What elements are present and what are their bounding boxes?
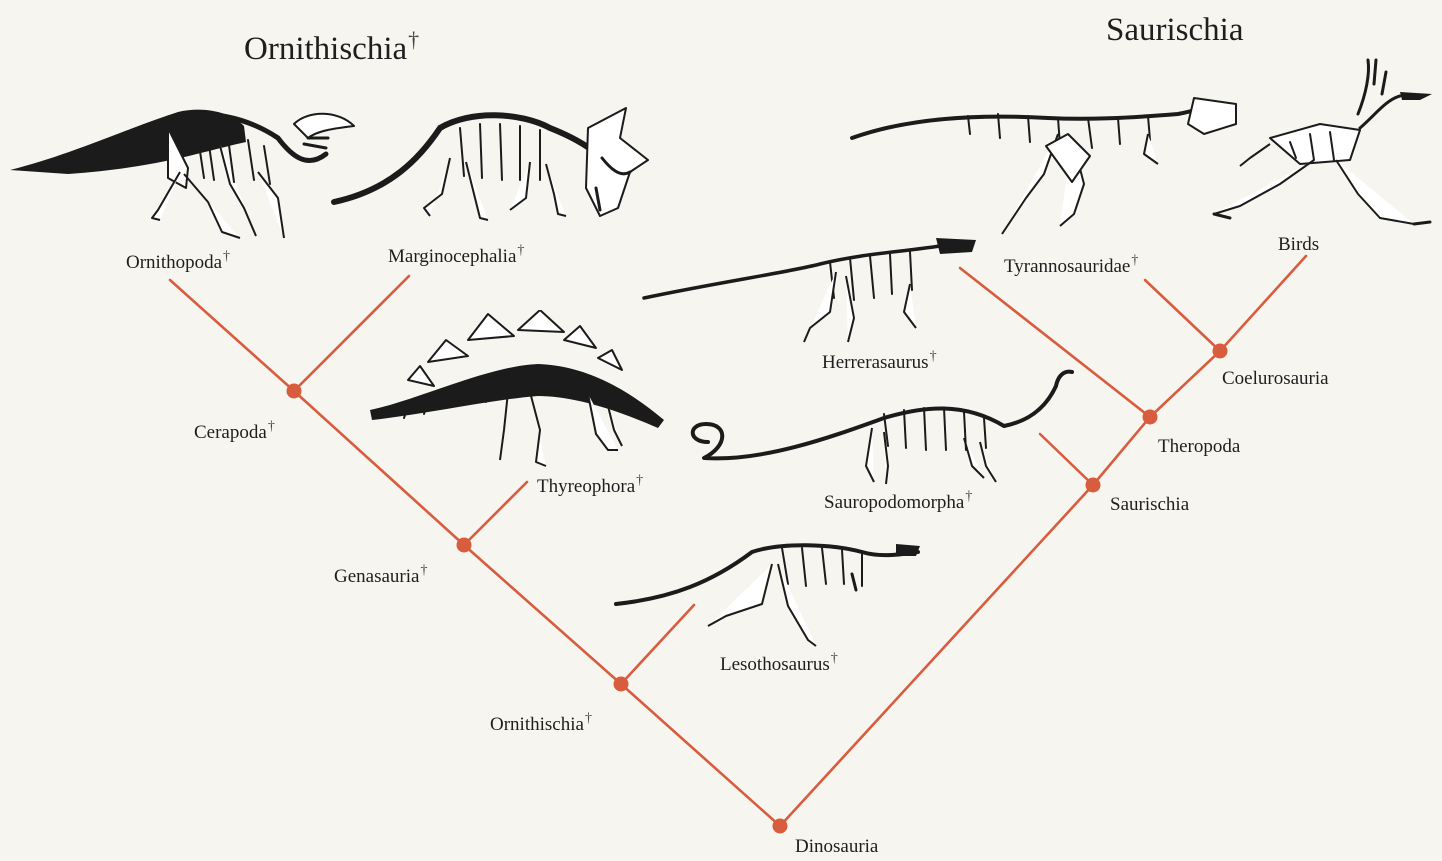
node-theropoda	[1143, 410, 1158, 425]
node-cerapoda	[287, 384, 302, 399]
extinct-dagger-icon: †	[636, 473, 643, 488]
label-tyrannosauridae: Tyrannosauridae†	[1004, 250, 1138, 278]
node-ornithischia	[614, 677, 629, 692]
extinct-dagger-icon: †	[930, 349, 937, 364]
label-cerapoda: Cerapoda†	[194, 416, 275, 444]
branch-genasauria-thyreophora	[464, 482, 527, 545]
node-saurischia	[1086, 478, 1101, 493]
label-birds: Birds	[1278, 234, 1319, 256]
node-genasauria	[457, 538, 472, 553]
heading-saurischia: Saurischia	[1106, 12, 1243, 48]
hadrosaur-skeleton-icon	[8, 98, 360, 248]
extinct-dagger-icon: †	[1131, 253, 1138, 268]
branch-coelurosauria-tyrannosauridae	[1145, 280, 1220, 351]
tyrannosaur-skeleton-icon	[848, 94, 1240, 246]
branch-coelurosauria-birds	[1220, 256, 1306, 351]
extinct-dagger-icon: †	[831, 651, 838, 666]
extinct-dagger-icon: †	[585, 711, 592, 726]
small-ornithischian-skeleton-icon	[612, 534, 924, 656]
sauropod-skeleton-icon	[684, 366, 1076, 490]
extinct-dagger-icon: †	[408, 27, 419, 52]
branch-saurischia-theropoda	[1093, 417, 1150, 485]
early-theropod-skeleton-icon	[640, 232, 982, 348]
branch-cerapoda-ornithopoda	[170, 280, 294, 391]
label-marginocephalia: Marginocephalia†	[388, 240, 524, 268]
label-ornithopoda: Ornithopoda†	[126, 246, 230, 274]
extinct-dagger-icon: †	[420, 563, 427, 578]
label-lesothosaurus: Lesothosaurus†	[720, 648, 838, 676]
extinct-dagger-icon: †	[517, 243, 524, 258]
label-sauropodomorpha: Sauropodomorpha†	[824, 486, 972, 514]
stegosaur-skeleton-icon	[368, 310, 670, 475]
label-saurischia-clade: Saurischia	[1110, 494, 1189, 516]
label-herrerasaurus: Herrerasaurus†	[822, 346, 937, 374]
label-coelurosauria: Coelurosauria	[1222, 368, 1329, 390]
ceratopsian-skeleton-icon	[330, 98, 652, 248]
heading-ornithischia: Ornithischia†	[244, 22, 419, 67]
label-ornithischia-clade: Ornithischia†	[490, 708, 592, 736]
label-thyreophora: Thyreophora†	[537, 470, 643, 498]
node-coelurosauria	[1213, 344, 1228, 359]
branch-ornithischia-genasauria	[464, 545, 621, 684]
node-dinosauria	[773, 819, 788, 834]
extinct-dagger-icon: †	[223, 249, 230, 264]
extinct-dagger-icon: †	[965, 489, 972, 504]
branch-dinosauria-ornithischia	[621, 684, 780, 826]
label-dinosauria: Dinosauria	[795, 836, 878, 858]
label-genasauria: Genasauria†	[334, 560, 427, 588]
label-theropoda: Theropoda	[1158, 436, 1240, 458]
bird-skeleton-icon	[1210, 54, 1434, 230]
branch-theropoda-coelurosauria	[1150, 351, 1220, 417]
extinct-dagger-icon: †	[268, 419, 275, 434]
